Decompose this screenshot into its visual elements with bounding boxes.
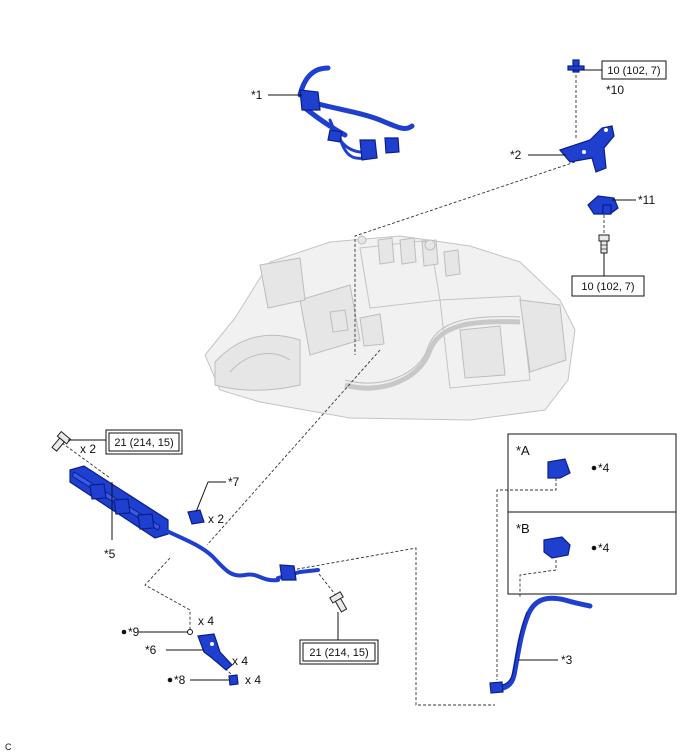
callout-11: *11 xyxy=(638,193,655,207)
callout-2: *2 xyxy=(510,148,522,162)
sensor-part-11 xyxy=(587,195,619,215)
quantity-labels: x 2 x 2 x 4 x 4 x 4 xyxy=(80,442,261,687)
qty-part-8: x 4 xyxy=(245,673,261,687)
torque-text-bottom: 21 (214, 15) xyxy=(309,647,368,659)
torque-text-left: 21 (214, 15) xyxy=(114,437,173,449)
fuel-tube-part-3 xyxy=(489,595,593,694)
bullet-markers xyxy=(121,465,597,683)
callout-6: *6 xyxy=(145,643,157,657)
bracket-part-2 xyxy=(558,125,615,173)
torque-box-left: 21 (214, 15) xyxy=(105,429,183,455)
view-b-part xyxy=(543,536,571,559)
bolt-fuel-line xyxy=(329,591,348,613)
torque-text-top: 10 (102, 7) xyxy=(607,65,660,77)
fuel-rail-part-5 xyxy=(69,465,320,583)
callout-4a: *4 xyxy=(598,461,610,475)
callout-labels: *1 *2 *3 *4 *4 *5 *6 *7 *8 *9 *10 *11 *A… xyxy=(104,83,655,687)
clip-part-7 xyxy=(187,509,205,525)
qty-part-7: x 2 xyxy=(208,512,224,526)
engine-assembly xyxy=(204,235,576,421)
callout-10: *10 xyxy=(606,83,624,97)
qty-part-9: x 4 xyxy=(198,614,214,628)
torque-box-bottom: 21 (214, 15) xyxy=(299,639,379,665)
bolt-under-part-11 xyxy=(598,234,610,254)
wire-harness-part-1 xyxy=(297,65,415,161)
qty-bolt: x 2 xyxy=(80,442,96,456)
o-ring-part-9 xyxy=(187,629,193,635)
view-panels xyxy=(507,433,677,595)
view-label-a: *A xyxy=(516,443,530,458)
bolt-part-10 xyxy=(567,59,585,73)
injector-part-6 xyxy=(197,633,233,671)
bolt-fuel-rail xyxy=(51,430,72,452)
view-label-b: *B xyxy=(516,521,530,536)
corner-code: C xyxy=(5,742,12,752)
view-a-part xyxy=(547,458,571,479)
callout-5: *5 xyxy=(104,547,116,561)
leader-lines xyxy=(68,69,636,681)
torque-text-mid: 10 (102, 7) xyxy=(581,281,634,293)
insulator-part-8 xyxy=(228,674,239,686)
callout-9: *9 xyxy=(128,625,140,639)
view-panel-frame xyxy=(507,433,677,595)
qty-part-6: x 4 xyxy=(232,654,248,668)
callout-7: *7 xyxy=(228,475,240,489)
dashed-reference-lines xyxy=(61,75,605,706)
callout-4b: *4 xyxy=(598,541,610,555)
callout-1: *1 xyxy=(251,88,263,102)
callout-3: *3 xyxy=(561,653,573,667)
torque-box-top: 10 (102, 7) xyxy=(601,60,667,80)
callout-8: *8 xyxy=(174,673,186,687)
torque-box-mid: 10 (102, 7) xyxy=(571,275,645,297)
